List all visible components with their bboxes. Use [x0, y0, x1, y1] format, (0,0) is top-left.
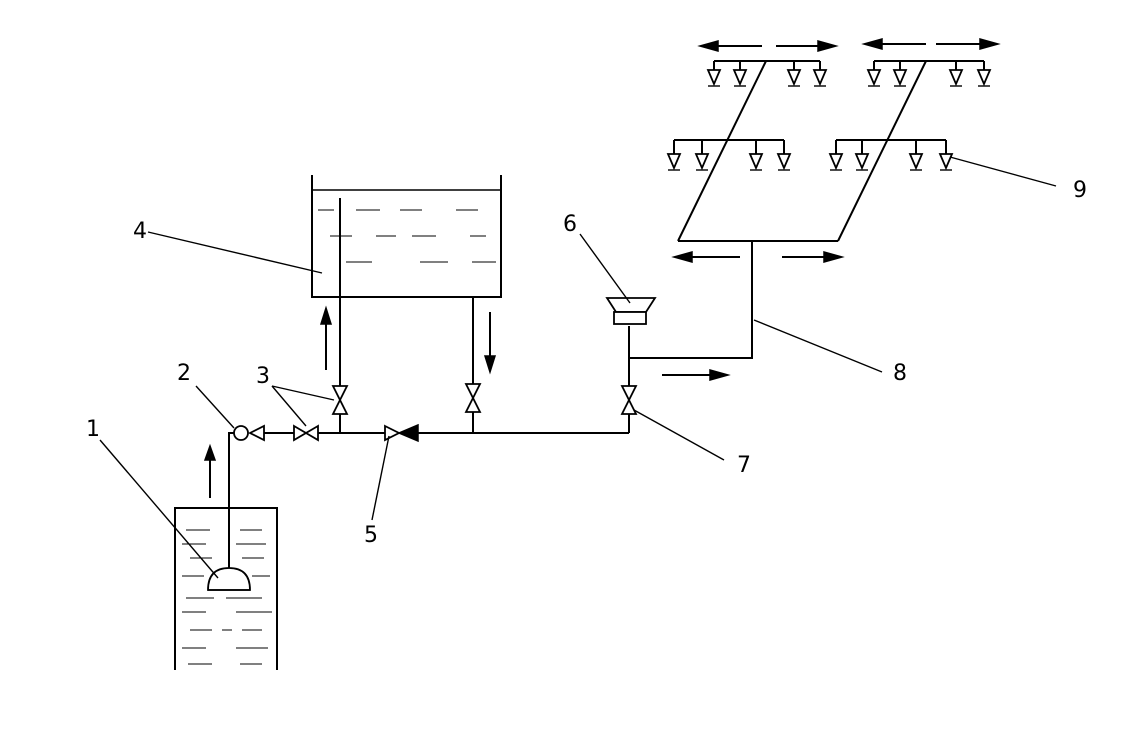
sprinkler-row-mid-left: [666, 139, 792, 171]
label-5: 5: [364, 523, 378, 548]
label-9: 9: [1073, 178, 1087, 203]
label-8: 8: [893, 361, 907, 386]
control-valve: [620, 385, 638, 415]
label-4: 4: [133, 219, 147, 244]
sprinkler-row-top-right: [866, 60, 992, 87]
alarm-bell: [605, 297, 657, 325]
down-arrow-icon: [483, 312, 497, 375]
left-arrow-icon: [861, 38, 926, 50]
label-7: 7: [737, 453, 751, 478]
check-valve: [384, 423, 419, 443]
label-6: 6: [563, 212, 577, 237]
right-arrow-icon: [662, 369, 731, 381]
left-arrow-icon: [671, 251, 740, 263]
gate-valve-b: [331, 385, 349, 415]
sprinkler-row-top-left: [706, 60, 828, 87]
label-1: 1: [86, 417, 100, 442]
sprinkler-row-mid-right: [828, 139, 954, 171]
label-3: 3: [256, 364, 270, 389]
up-arrow-icon: [203, 443, 217, 498]
left-arrow-icon: [697, 40, 762, 52]
right-arrow-icon: [782, 251, 845, 263]
leader-lines: [99, 156, 1057, 579]
right-arrow-icon: [776, 40, 839, 52]
label-2: 2: [177, 361, 191, 386]
source-tank: [174, 507, 278, 670]
check-gauge: [233, 424, 265, 442]
submersible-pump: [207, 567, 251, 591]
gate-valve-c: [464, 383, 482, 413]
gate-valve-a: [293, 424, 319, 442]
up-arrow-icon: [319, 305, 333, 370]
elevated-tank: [311, 175, 502, 298]
right-arrow-icon: [936, 38, 1001, 50]
